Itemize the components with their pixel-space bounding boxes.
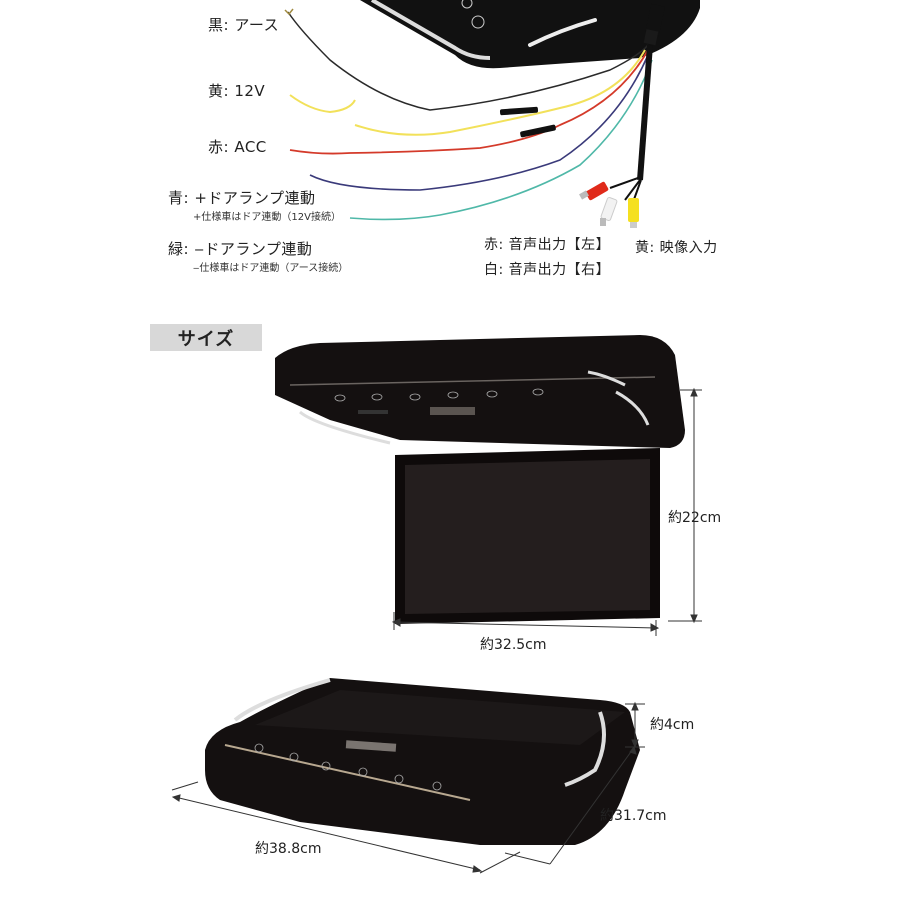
wire-label-red: 赤: ACC: [208, 138, 267, 156]
play-icon: [471, 15, 485, 29]
dimension-thickness-closed: 約4cm: [650, 717, 695, 733]
dimension-width-closed: 約38.8cm: [255, 841, 322, 857]
closed-unit: [205, 678, 640, 845]
touch-buttons-open: [334, 388, 544, 402]
rca-plug-red: [579, 181, 609, 201]
dimension-depth-closed: 約31.7cm: [600, 808, 667, 824]
wiring-illustration: [284, 0, 700, 228]
rca-label-red: 赤: 音声出力【左】: [484, 237, 611, 253]
touch-buttons-closed: [254, 743, 442, 791]
flip-down-screen: [395, 448, 660, 624]
wire-label-black: 黒: アース: [208, 16, 280, 34]
dimension-lines-closed: [171, 701, 645, 874]
device-top-corner: [360, 0, 700, 69]
dimension-lines-open: [391, 387, 702, 636]
rca-plug-white: [600, 197, 618, 226]
rca-label-yellow: 黄: 映像入力: [635, 240, 718, 256]
wire-label-blue: 青: +ドアランプ連動: [168, 189, 316, 207]
wire-label-yellow: 黄: 12V: [208, 82, 266, 100]
dimension-width-open: 約32.5cm: [480, 637, 547, 653]
ceiling-unit-housing: [275, 335, 685, 448]
wire-sub-green: ‒仕様車はドア連動（アース接続）: [193, 263, 349, 274]
rca-label-white: 白: 音声出力【右】: [484, 262, 611, 278]
wire-sub-blue: +仕様車はドア連動（12V接続）: [193, 212, 341, 223]
wire-label-green: 緑: ‒ドアランプ連動: [168, 240, 313, 258]
size-section-heading: サイズ: [150, 324, 262, 351]
harness-connector: [643, 3, 665, 46]
rca-plug-yellow: [628, 198, 639, 228]
dimension-height-open: 約22cm: [668, 510, 722, 526]
